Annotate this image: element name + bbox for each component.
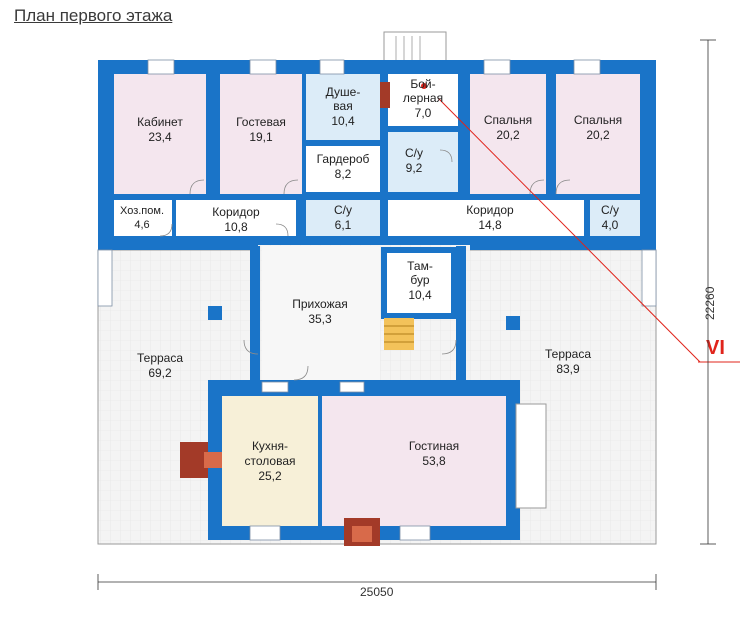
area-gostinaya: 53,8 [422, 454, 446, 468]
section-mark: VI [706, 337, 725, 359]
room-spalnya2 [556, 74, 640, 194]
label-boiler-1: Бой- [410, 77, 435, 91]
label-spalnya1: Спальня [484, 113, 532, 127]
area-spalnya1: 20,2 [496, 128, 520, 142]
room-hoz [114, 200, 172, 236]
porch-steps [395, 36, 421, 62]
label-garderob: Гардероб [317, 152, 370, 166]
porch [383, 31, 447, 65]
room-su-61 [306, 200, 380, 236]
label-boiler-2: лерная [403, 91, 443, 105]
area-prihozhaya: 35,3 [308, 312, 332, 326]
room-kitchen [222, 396, 318, 526]
terrace-column-left [208, 306, 222, 320]
label-dush-1: Душе- [326, 85, 361, 99]
area-kitchen: 25,2 [258, 469, 282, 483]
section-line [437, 97, 701, 363]
room-gostevaya [220, 74, 302, 194]
label-tambur-1: Там- [407, 259, 433, 273]
room-koridor1 [176, 200, 296, 236]
terrace-column-right [506, 316, 520, 330]
plan-title: План первого этажа [14, 6, 173, 25]
chimney-kitchen [180, 442, 222, 478]
room-gostinaya [322, 396, 506, 526]
label-kitchen-2: столовая [245, 454, 296, 468]
area-boiler: 7,0 [415, 106, 432, 120]
area-terrace-left: 69,2 [148, 366, 172, 380]
area-hoz: 4,6 [134, 219, 149, 231]
door-swings [159, 149, 571, 381]
room-boiler [388, 74, 458, 126]
label-spalnya2: Спальня [574, 113, 622, 127]
windows [97, 59, 657, 541]
area-koridor2: 14,8 [478, 218, 502, 232]
dim-height: 22260 [703, 286, 717, 320]
room-koridor2 [388, 200, 584, 236]
area-terrace-right: 83,9 [556, 362, 580, 376]
area-kabinet: 23,4 [148, 130, 172, 144]
label-gostevaya: Гостевая [236, 115, 286, 129]
label-tambur-2: бур [410, 273, 429, 287]
hall-wall-right [456, 246, 466, 380]
room-prihozhaya [262, 246, 380, 380]
dim-width: 25050 [360, 585, 394, 599]
bay-window [515, 403, 547, 509]
boiler-unit [380, 82, 390, 108]
room-su-40 [590, 200, 640, 236]
room-su-92 [388, 132, 458, 192]
label-terrace-right: Терраса [545, 347, 591, 361]
room-tambur [381, 247, 457, 319]
area-tambur: 10,4 [408, 288, 432, 302]
area-garderob: 8,2 [335, 167, 352, 181]
stair [384, 318, 414, 350]
area-spalnya2: 20,2 [586, 128, 610, 142]
chimney-living [344, 518, 380, 546]
label-hoz: Хоз.пом. [120, 205, 164, 217]
area-su-61: 6,1 [335, 218, 352, 232]
label-prihozhaya: Прихожая [292, 297, 348, 311]
boiler-marker [421, 83, 427, 89]
area-su-40: 4,0 [602, 218, 619, 232]
label-kitchen-1: Кухня- [252, 439, 288, 453]
label-su-61: С/у [334, 203, 352, 217]
room-dush [306, 74, 380, 140]
area-su-92: 9,2 [406, 161, 423, 175]
label-kabinet: Кабинет [137, 115, 183, 129]
label-su-40: С/у [601, 203, 619, 217]
label-dush-2: вая [333, 99, 352, 113]
hall-wall-left [250, 246, 260, 380]
label-gostinaya: Гостиная [409, 439, 459, 453]
label-terrace-left: Терраса [137, 351, 183, 365]
label-su-92: С/у [405, 146, 423, 160]
area-gostevaya: 19,1 [249, 130, 273, 144]
label-koridor1: Коридор [212, 205, 260, 219]
label-koridor2: Коридор [466, 203, 514, 217]
room-kabinet [114, 74, 206, 194]
room-garderob [306, 146, 380, 192]
room-spalnya1 [470, 74, 546, 194]
area-dush: 10,4 [331, 114, 355, 128]
area-koridor1: 10,8 [224, 220, 248, 234]
